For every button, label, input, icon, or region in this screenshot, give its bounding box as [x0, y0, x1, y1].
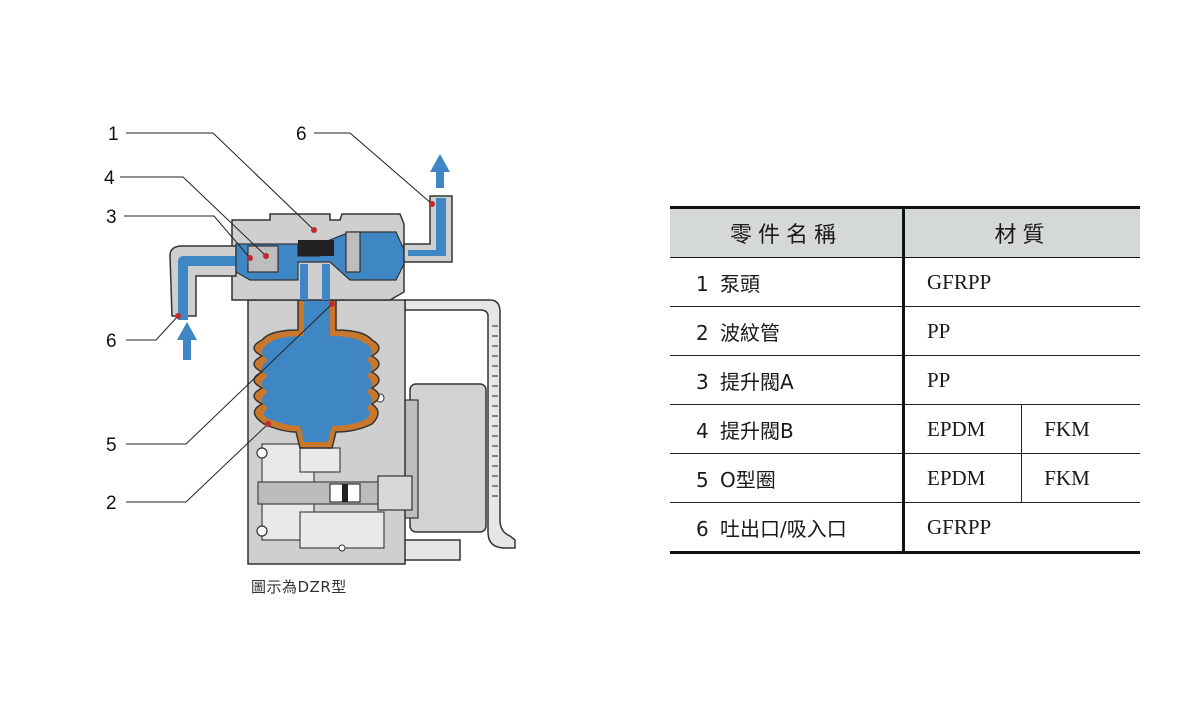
bellows: [253, 299, 380, 449]
part-name-cell: 6 吐出口/吸入口: [670, 502, 905, 554]
part-number: 6: [696, 516, 709, 541]
material-cell: EPDM: [903, 453, 1023, 503]
part-name-cell: 3 提升閥A: [670, 355, 905, 405]
callout-5: 5: [106, 435, 117, 456]
header-part-name: 零件名稱: [670, 206, 905, 258]
header-material: 材質: [903, 206, 1140, 258]
callout-2: 2: [106, 493, 117, 514]
outlet-arrow: [430, 154, 450, 188]
part-name-cell: 4 提升閥B: [670, 404, 905, 454]
part-name: O型圈: [720, 467, 776, 492]
callout-1: 1: [108, 124, 119, 145]
part-name: 提升閥A: [720, 369, 794, 394]
material-cell-alt: FKM: [1021, 404, 1140, 454]
pump-cross-section-diagram: 1 6 4 3 6 5 2: [104, 124, 516, 565]
inlet-arrow: [177, 322, 197, 360]
table-row: 2 波紋管 PP: [670, 306, 1140, 356]
part-number: 4: [696, 418, 709, 443]
parts-material-table: 零件名稱 材質 1 泵頭 GFRPP 2 波紋管 PP 3 提升閥A PP 4 提升閥B…: [670, 206, 1140, 554]
table-row: 5 O型圈 EPDM FKM: [670, 453, 1140, 503]
callout-6-outlet: 6: [296, 124, 307, 145]
table-row: 3 提升閥A PP: [670, 355, 1140, 405]
callout-6-inlet: 6: [106, 331, 117, 352]
table-header-row: 零件名稱 材質: [670, 206, 1140, 258]
part-name-cell: 1 泵頭: [670, 257, 905, 307]
material-cell: EPDM: [903, 404, 1023, 454]
part-name-cell: 2 波紋管: [670, 306, 905, 356]
diagram-caption: 圖示為DZR型: [251, 578, 347, 596]
material-cell: GFRPP: [903, 257, 1140, 307]
material-cell-alt: FKM: [1021, 453, 1140, 503]
callout-4: 4: [104, 168, 115, 189]
part-number: 1: [696, 271, 709, 296]
material-cell: GFRPP: [903, 502, 1140, 554]
callout-3: 3: [106, 207, 117, 228]
part-name: 吐出口/吸入口: [720, 516, 847, 541]
table-row: 1 泵頭 GFRPP: [670, 257, 1140, 307]
part-number: 3: [696, 369, 709, 394]
part-name: 提升閥B: [720, 418, 794, 443]
part-name-cell: 5 O型圈: [670, 453, 905, 503]
leader-lines: [120, 132, 433, 503]
motor-housing: [403, 299, 516, 561]
material-cell: PP: [903, 355, 1140, 405]
part-name: 波紋管: [720, 320, 780, 345]
table-row: 4 提升閥B EPDM FKM: [670, 404, 1140, 454]
part-number: 5: [696, 467, 709, 492]
part-number: 2: [696, 320, 709, 345]
table-row: 6 吐出口/吸入口 GFRPP: [670, 502, 1140, 554]
pump-head: [169, 195, 453, 320]
material-cell: PP: [903, 306, 1140, 356]
part-marker-dots: [175, 201, 435, 427]
part-name: 泵頭: [720, 271, 760, 296]
